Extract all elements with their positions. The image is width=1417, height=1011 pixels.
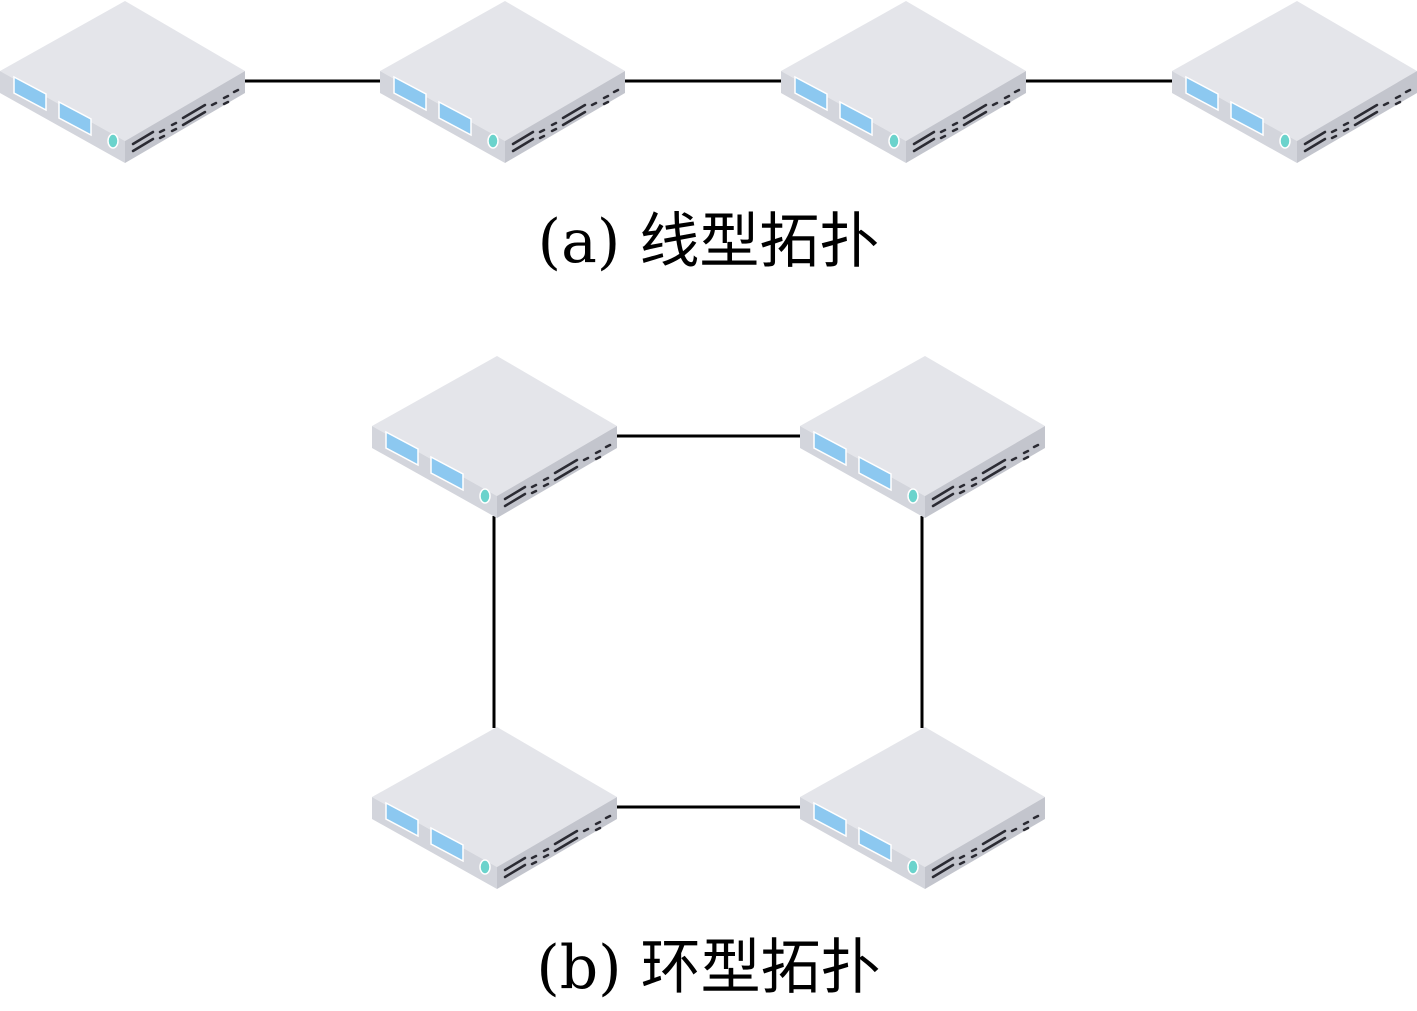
ring-topology: [370, 354, 1047, 891]
caption-line-topology: (a) 线型拓扑: [537, 207, 880, 277]
network-switch-icon: [779, 0, 1028, 165]
caption-ring-topology: (b) 环型拓扑: [536, 933, 881, 1003]
network-switch-icon: [0, 0, 247, 165]
network-switch-icon: [1170, 0, 1417, 165]
network-switch-icon: [798, 725, 1047, 891]
network-switch-icon: [378, 0, 627, 165]
network-switch-icon: [370, 725, 619, 891]
network-switch-icon: [370, 354, 619, 520]
ring-topology-links: [492, 434, 924, 809]
line-topology: [0, 0, 1417, 165]
network-switch-icon: [798, 354, 1047, 520]
